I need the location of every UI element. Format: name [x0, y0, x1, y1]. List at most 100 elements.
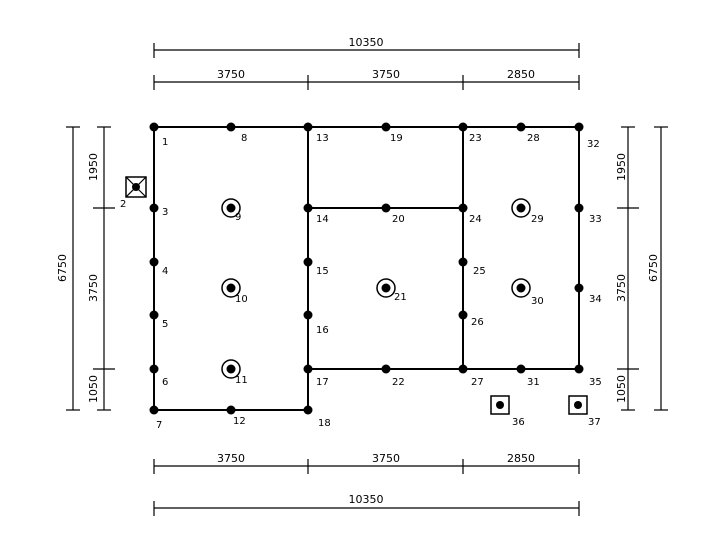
point-5: 5	[149, 310, 168, 330]
dim-right-seg-1: 1950	[615, 153, 628, 181]
left-total-dimension: 6750	[56, 126, 80, 411]
point-label: 14	[316, 214, 329, 225]
point-label: 16	[316, 325, 329, 336]
point-16: 16	[303, 310, 329, 336]
point-dot-icon	[149, 122, 159, 132]
point-dot-icon	[381, 122, 391, 132]
dim-left-seg-1: 1950	[87, 153, 100, 181]
point-26: 26	[458, 310, 484, 328]
point-17: 17	[303, 364, 329, 388]
point-label: 22	[392, 377, 405, 388]
point-dot-icon	[458, 122, 468, 132]
point-20: 20	[381, 203, 405, 225]
point-dot-icon	[132, 183, 140, 191]
point-dot-icon	[574, 401, 582, 409]
point-label: 34	[589, 294, 602, 305]
point-dot-icon	[149, 203, 159, 213]
dim-left-total: 6750	[56, 254, 69, 282]
point-dot-icon	[496, 401, 504, 409]
point-dot-icon	[458, 203, 468, 213]
point-23: 23	[458, 122, 482, 144]
point-dot-icon	[149, 257, 159, 267]
point-dot-icon	[303, 122, 313, 132]
outer-boundary	[153, 126, 580, 411]
point-dot-icon	[458, 310, 468, 320]
point-label: 1	[162, 137, 168, 148]
point-label: 12	[233, 416, 246, 427]
point-label: 8	[241, 133, 247, 144]
point-ring-icon	[221, 198, 241, 218]
dim-top-seg-2: 3750	[372, 68, 400, 81]
point-18: 18	[303, 405, 331, 429]
point-label: 3	[162, 207, 168, 218]
point-dot-icon	[516, 122, 526, 132]
point-dot-icon	[458, 364, 468, 374]
point-7: 7	[149, 405, 162, 431]
point-dot-icon	[381, 364, 391, 374]
point-label: 26	[471, 317, 484, 328]
point-label: 21	[394, 292, 407, 303]
dim-bottom-total: 10350	[349, 493, 384, 506]
point-30: 30	[511, 278, 544, 307]
dim-right-total: 6750	[647, 254, 660, 282]
point-label: 27	[471, 377, 484, 388]
point-dot-icon	[458, 257, 468, 267]
point-dot-icon	[516, 364, 526, 374]
point-dot-icon	[381, 203, 391, 213]
point-15: 15	[303, 257, 329, 277]
point-4: 4	[149, 257, 168, 277]
point-11: 11	[221, 359, 248, 386]
point-dot-icon	[226, 364, 236, 374]
point-dot-icon	[574, 364, 584, 374]
point-35: 35	[574, 364, 602, 388]
dim-right-seg-2: 3750	[615, 274, 628, 302]
point-dot-icon	[516, 203, 526, 213]
point-label: 31	[527, 377, 540, 388]
point-label: 19	[390, 133, 403, 144]
point-label: 6	[162, 377, 168, 388]
point-dot-icon	[149, 310, 159, 320]
bottom-total-dimension: 10350	[153, 493, 580, 516]
point-28: 28	[516, 122, 540, 144]
point-10: 10	[221, 278, 248, 305]
point-dot-icon	[303, 405, 313, 415]
point-label: 2	[120, 199, 126, 210]
point-25: 25	[458, 257, 486, 277]
point-ring-icon	[511, 278, 531, 298]
point-dot-icon	[149, 405, 159, 415]
point-label: 20	[392, 214, 405, 225]
point-dot-icon	[303, 364, 313, 374]
dim-bottom-seg-3: 2850	[507, 452, 535, 465]
right-total-dimension: 6750	[647, 126, 668, 411]
point-label: 29	[531, 214, 544, 225]
point-dot-icon	[226, 283, 236, 293]
point-2: 2	[120, 176, 147, 210]
point-36: 36	[490, 395, 525, 428]
point-37: 37	[568, 395, 601, 428]
point-label: 10	[235, 294, 248, 305]
dim-top-seg-1: 3750	[217, 68, 245, 81]
point-label: 30	[531, 296, 544, 307]
point-label: 5	[162, 319, 168, 330]
point-label: 18	[318, 418, 331, 429]
dim-left-seg-3: 1050	[87, 375, 100, 403]
point-ring-icon	[376, 278, 396, 298]
point-6: 6	[149, 364, 168, 388]
point-label: 11	[235, 375, 248, 386]
point-dot-icon	[226, 405, 236, 415]
point-12: 12	[226, 405, 246, 427]
dim-right-seg-3: 1050	[615, 375, 628, 403]
point-dot-icon	[574, 122, 584, 132]
point-3: 3	[149, 203, 168, 218]
point-dot-icon	[516, 283, 526, 293]
dim-bottom-seg-2: 3750	[372, 452, 400, 465]
point-32: 32	[574, 122, 600, 150]
point-21: 21	[376, 278, 407, 303]
point-label: 37	[588, 417, 601, 428]
point-dot-icon	[303, 203, 313, 213]
point-24: 24	[458, 203, 482, 225]
dim-top-seg-3: 2850	[507, 68, 535, 81]
point-34: 34	[574, 283, 602, 305]
point-dot-icon	[381, 283, 391, 293]
point-dot-icon	[149, 364, 159, 374]
